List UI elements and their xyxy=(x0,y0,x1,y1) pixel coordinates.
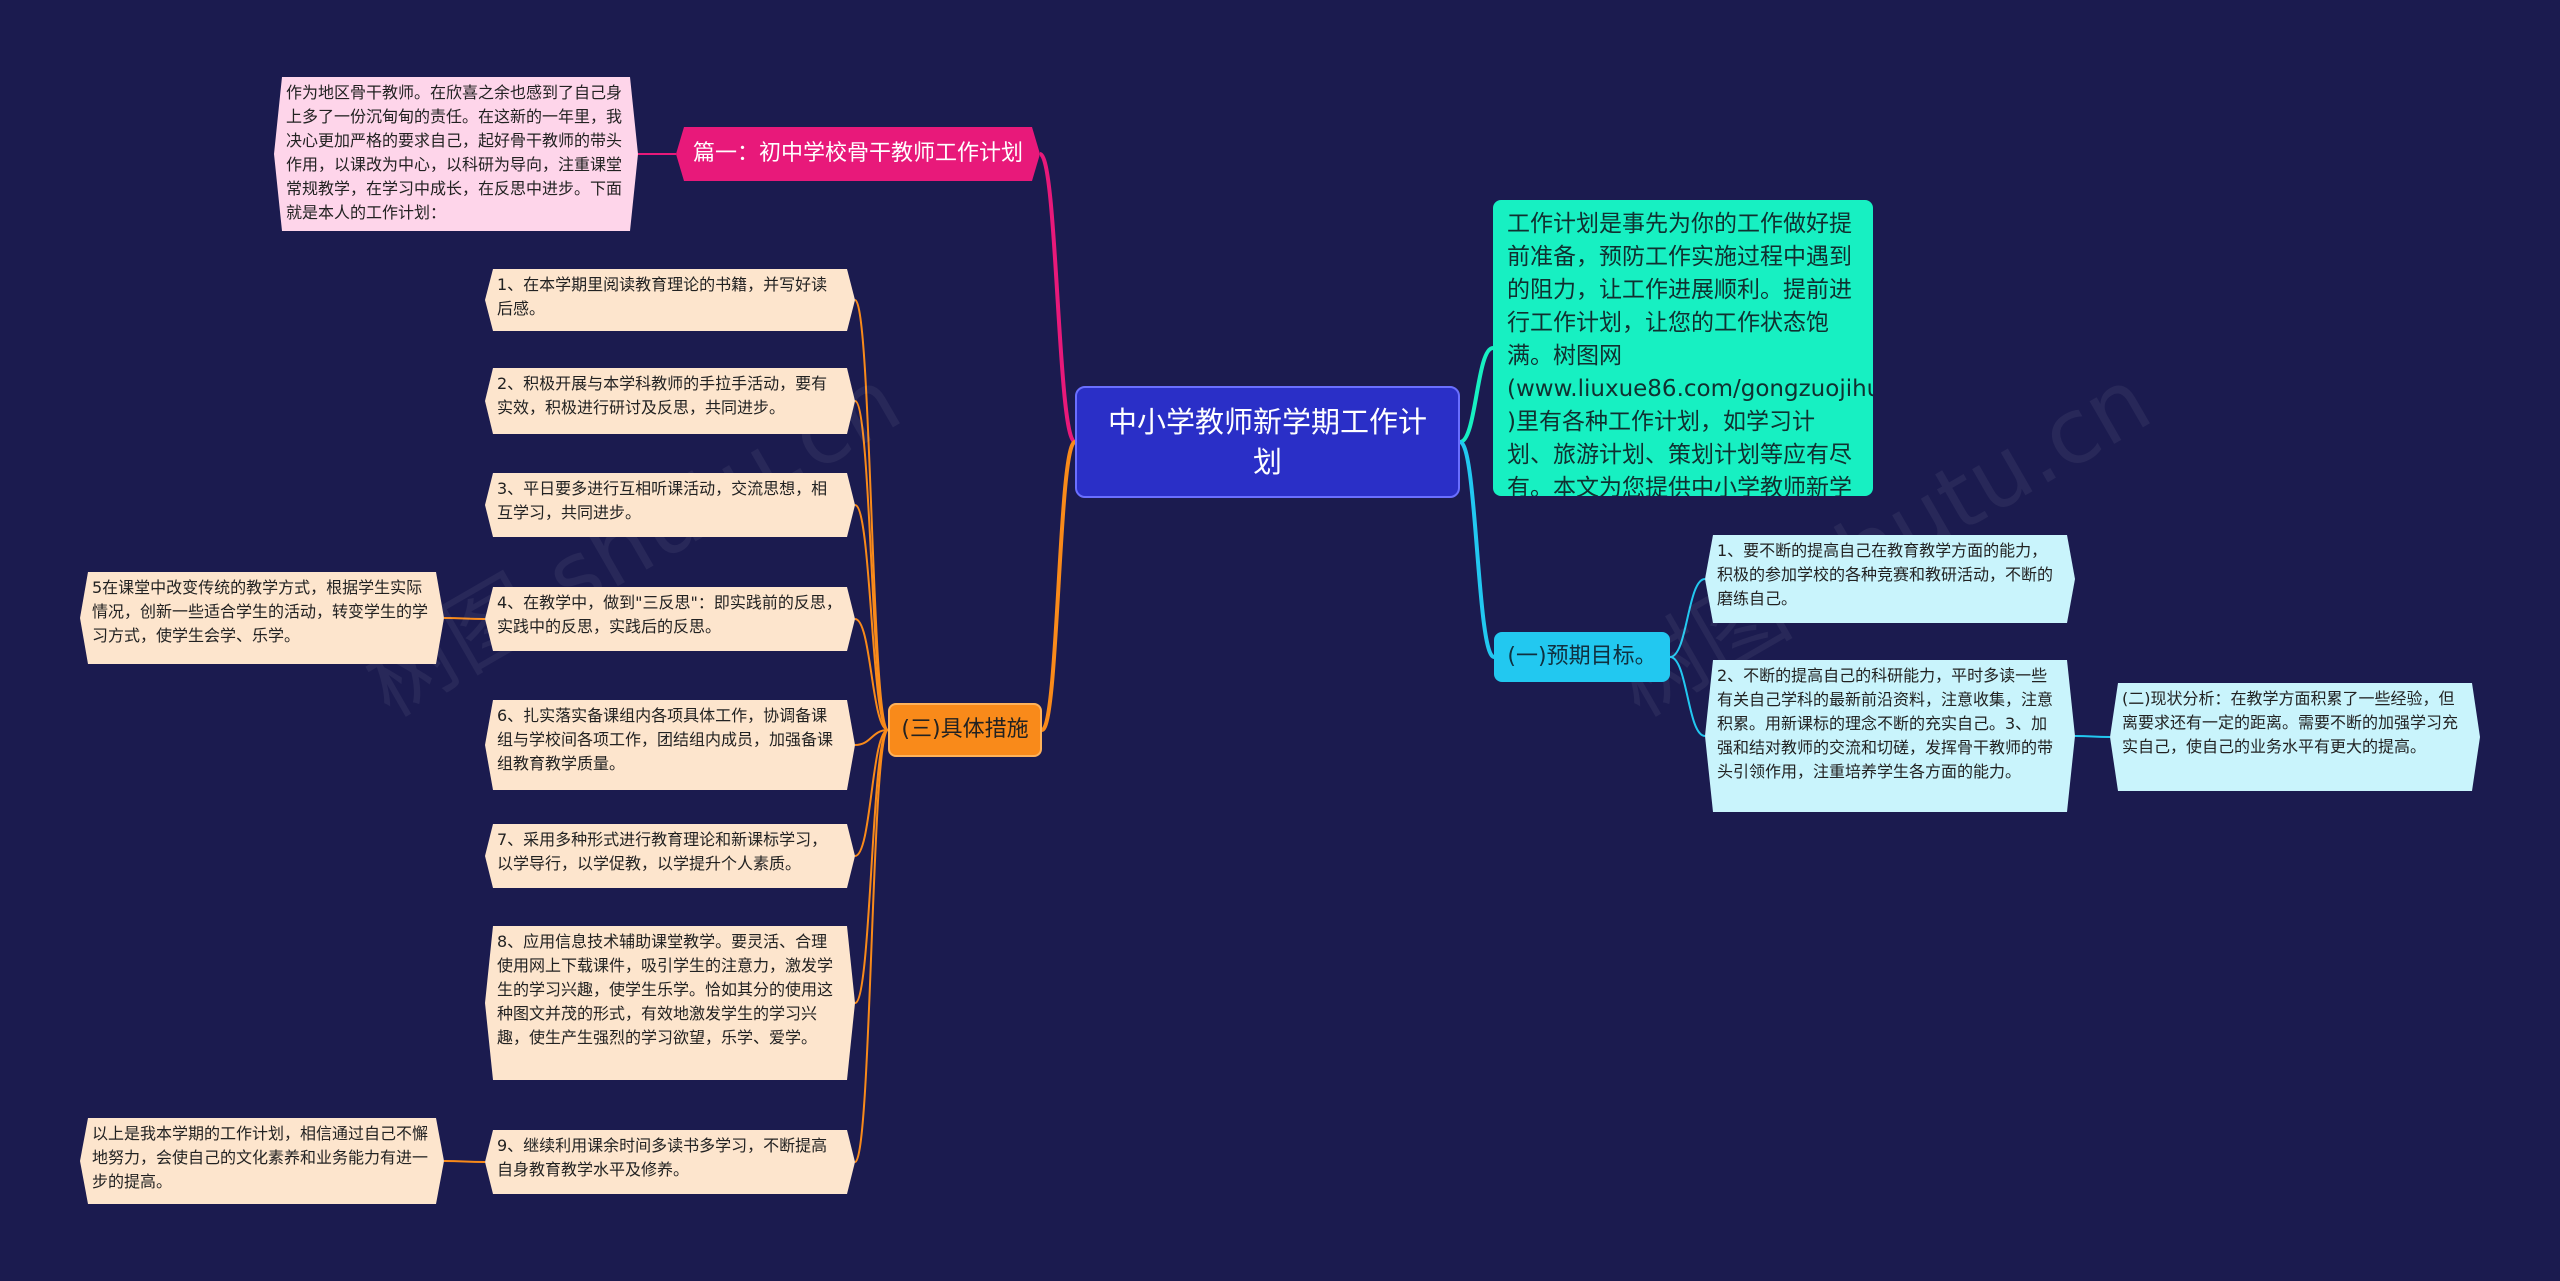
measure-item-6[interactable]: 6、扎实落实备课组内各项具体工作，协调备课组与学校间各项工作，团结组内成员，加强… xyxy=(485,700,855,790)
measure-item-2[interactable]: 2、积极开展与本学科教师的手拉手活动，要有实效，积极进行研讨及反思，共同进步。 xyxy=(485,368,855,434)
connector xyxy=(1458,440,1496,659)
connector xyxy=(854,729,889,746)
part1-node[interactable]: 篇一：初中学校骨干教师工作计划 xyxy=(676,127,1040,181)
measure-item-9-child[interactable]: 以上是我本学期的工作计划，相信通过自己不懈地努力，会使自己的文化素养和业务能力有… xyxy=(80,1118,444,1204)
connector xyxy=(1038,152,1077,444)
goal-item-1[interactable]: 1、要不断的提高自己在教育教学方面的能力，积极的参加学校的各种竞赛和教研活动，不… xyxy=(1705,535,2075,623)
measure-item-9[interactable]: 9、继续利用课余时间多读书多学习，不断提高自身教育教学水平及修养。 xyxy=(485,1130,855,1194)
goal-item-2[interactable]: 2、不断的提高自己的科研能力，平时多读一些有关自己学科的最新前沿资料，注意收集，… xyxy=(1705,660,2075,812)
measure-item-3[interactable]: 3、平日要多进行互相听课活动，交流思想，相互学习，共同进步。 xyxy=(485,473,855,537)
connector xyxy=(854,729,889,1163)
connector xyxy=(2074,735,2111,738)
measure-item-4[interactable]: 4、在教学中，做到"三反思"：即实践前的反思，实践中的反思，实践后的反思。 xyxy=(485,587,855,651)
connector xyxy=(854,504,889,731)
connector xyxy=(854,729,889,857)
connector xyxy=(854,729,889,1004)
measures-node[interactable]: (三)具体措施 xyxy=(888,703,1042,757)
measure-item-4-child[interactable]: 5在课堂中改变传统的教学方式，根据学生实际情况，创新一些适合学生的活动，转变学生… xyxy=(80,572,444,664)
measure-item-7[interactable]: 7、采用多种形式进行教育理论和新课标学习，以学导行，以学促教，以学提升个人素质。 xyxy=(485,824,855,888)
root-node[interactable]: 中小学教师新学期工作计划 xyxy=(1075,386,1460,498)
intro-node[interactable]: 工作计划是事先为你的工作做好提前准备，预防工作实施过程中遇到的阻力，让工作进展顺… xyxy=(1493,200,1873,496)
goal-item-2-child[interactable]: (二)现状分析：在教学方面积累了一些经验，但离要求还有一定的距离。需要不断的加强… xyxy=(2110,683,2480,791)
goals-node[interactable]: (一)预期目标。 xyxy=(1494,632,1670,682)
connector xyxy=(1669,578,1706,658)
measure-item-8[interactable]: 8、应用信息技术辅助课堂教学。要灵活、合理使用网上下载课件，吸引学生的注意力，激… xyxy=(485,926,855,1080)
connector xyxy=(854,400,889,731)
measure-item-1[interactable]: 1、在本学期里阅读教育理论的书籍，并写好读后感。 xyxy=(485,269,855,331)
connector xyxy=(443,1160,486,1163)
connector xyxy=(443,617,486,620)
connector xyxy=(1669,656,1706,737)
connector xyxy=(1040,440,1077,732)
part1-text-node[interactable]: 作为地区骨干教师。在欣喜之余也感到了自己身上多了一份沉甸甸的责任。在这新的一年里… xyxy=(274,77,638,231)
connector xyxy=(1459,346,1494,444)
connector xyxy=(854,618,889,731)
